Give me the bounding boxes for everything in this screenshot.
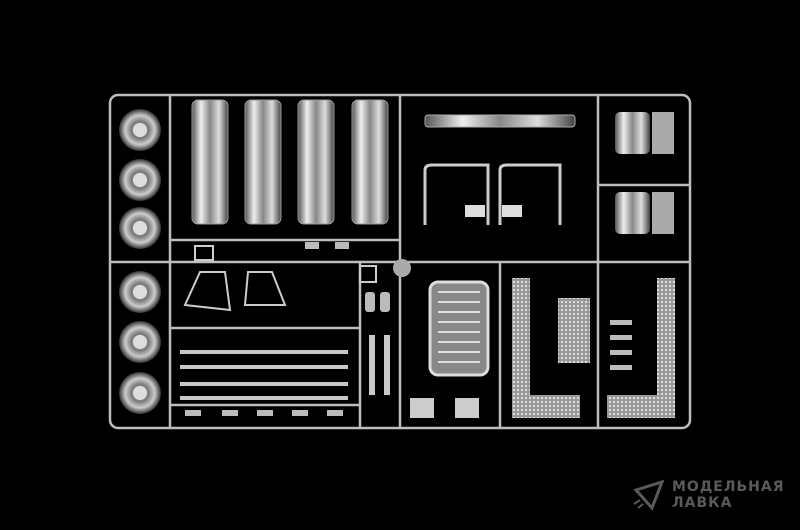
steps-and-plates: [410, 278, 675, 418]
grille: [428, 280, 490, 377]
wheels: [119, 109, 161, 414]
small-parts: [183, 242, 632, 416]
watermark-logo: МОДЕЛЬНАЯ ЛАВКА: [632, 478, 785, 512]
bumper-and-rails: [423, 114, 576, 225]
axles-and-rods: [180, 335, 390, 400]
paper-plane-icon: [633, 479, 665, 511]
sprue-frame: [108, 93, 692, 430]
watermark-line1: МОДЕЛЬНАЯ: [672, 479, 785, 495]
fuel-tanks: [191, 99, 389, 225]
watermark-line2: ЛАВКА: [672, 495, 733, 511]
mirrors: [615, 112, 674, 234]
